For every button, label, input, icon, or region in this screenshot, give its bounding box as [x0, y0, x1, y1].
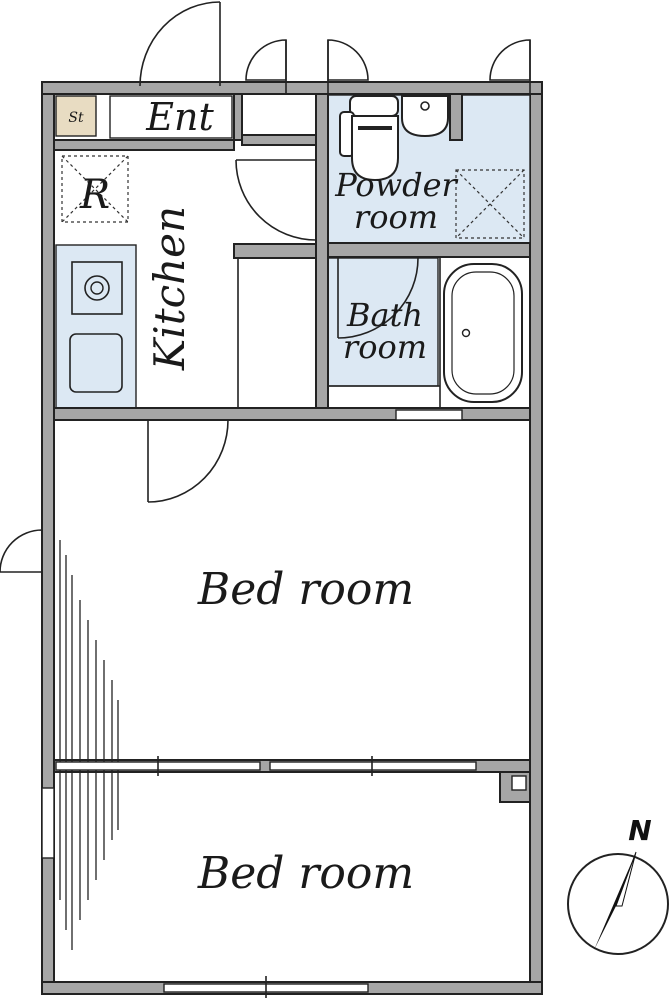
washing-machine-space: [455, 169, 525, 239]
top-windows: [245, 39, 531, 94]
bath-room-door[interactable]: [337, 257, 419, 339]
powder-room-label-line1: Powder: [334, 166, 458, 204]
entrance-label: Ent: [145, 95, 214, 139]
entrance-door[interactable]: [139, 1, 221, 87]
north-label: N: [628, 814, 651, 847]
powder-room-label-line2: room: [354, 198, 438, 236]
compass-icon: [567, 851, 669, 955]
storage-box: [55, 95, 97, 137]
refrigerator-label: R: [79, 172, 110, 218]
pillar-box: [511, 775, 527, 791]
closet-hatching: [59, 540, 119, 950]
bottom-window: [163, 976, 369, 998]
bath-window: [395, 409, 463, 421]
entrance-area: [109, 95, 233, 139]
storage-label: St: [68, 110, 84, 126]
outer-walls: [41, 81, 543, 995]
kitchen-label: Kitchen: [145, 206, 194, 371]
bathtub-icon: [443, 263, 523, 403]
sliding-door-track[interactable]: [55, 756, 477, 776]
bath-room-label-line2: room: [343, 328, 427, 366]
bedroom-door[interactable]: [147, 419, 229, 503]
side-window: [0, 529, 55, 859]
stove-icon: [71, 261, 123, 315]
sink-icon: [69, 333, 123, 393]
toilet-icon: [339, 95, 399, 182]
refrigerator-space: [61, 155, 129, 223]
powder-room-door[interactable]: [235, 159, 317, 241]
bedroom-2-label: Bed room: [197, 848, 414, 899]
bedroom-1-label: Bed room: [197, 564, 414, 615]
wash-basin-icon: [401, 95, 449, 138]
bath-room-label-line1: Bath: [346, 296, 423, 334]
